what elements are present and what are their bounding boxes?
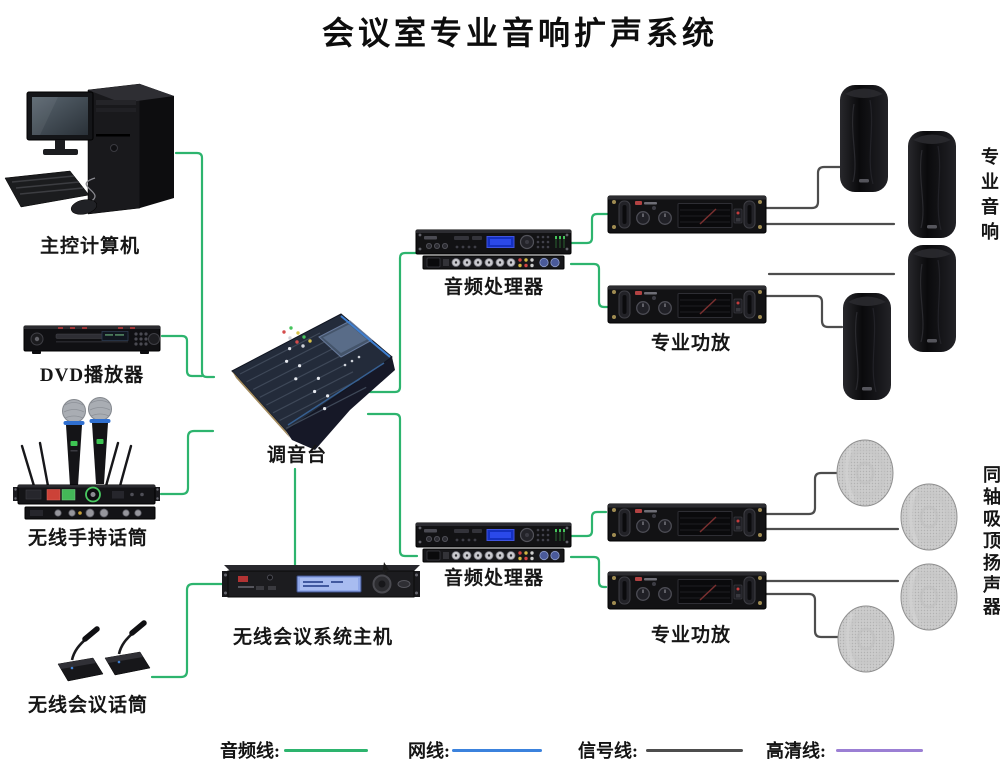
dvd-player-image xyxy=(23,325,161,354)
label-dvd: DVD播放器 xyxy=(39,365,145,386)
cable-processor-to-amp1 xyxy=(569,212,609,245)
conference-mic-image xyxy=(57,620,151,682)
cable-dvd-to-mixer xyxy=(160,334,204,378)
cable-confmic-to-host xyxy=(150,582,224,679)
cable-amp1-to-speaker1 xyxy=(764,165,845,210)
column-speaker1-image xyxy=(839,84,889,193)
legend-signal-label: 信号线: xyxy=(578,741,638,761)
legend-network-line xyxy=(452,749,542,752)
amp1-image xyxy=(607,195,767,234)
label-amp-top: 专业功放 xyxy=(650,333,732,354)
page-title: 会议室专业音响扩声系统 xyxy=(321,15,719,51)
conference-host-image xyxy=(222,565,420,598)
ceiling-speaker3-image xyxy=(901,564,957,630)
column-speaker2-image xyxy=(907,130,957,239)
amp3-image xyxy=(607,503,767,542)
label-handheld-mic: 无线手持话筒 xyxy=(27,528,149,549)
ceiling-speaker4-image xyxy=(838,606,894,672)
handheld-mic-image xyxy=(13,397,160,520)
cursor-artifact xyxy=(382,562,389,575)
cable-amp2-to-speaker4 xyxy=(764,294,844,329)
legend-audio-label: 音频线: xyxy=(220,741,280,761)
cable-amp4-to-ceiling4 xyxy=(764,592,840,639)
label-amp-bottom: 专业功放 xyxy=(650,625,732,646)
cable-amp3-to-ceiling1 xyxy=(764,471,840,516)
legend-hd-label: 高清线: xyxy=(766,741,826,761)
label-processor-top: 音频处理器 xyxy=(443,277,545,298)
audio-processor-top-image xyxy=(415,229,572,270)
cable-processor-to-amp4 xyxy=(569,555,608,589)
column-speaker3-image xyxy=(907,244,957,353)
mixer-image xyxy=(231,313,395,450)
label-processor-bottom: 音频处理器 xyxy=(443,568,545,589)
cable-processor-to-amp2 xyxy=(569,262,609,309)
legend-audio-line xyxy=(284,749,368,752)
audio-processor-bottom-image xyxy=(415,522,572,563)
signal-cable-lines xyxy=(764,165,900,639)
audio-cable-lines xyxy=(150,151,609,679)
label-conference-host: 无线会议系统主机 xyxy=(232,627,394,648)
label-mixer: 调音台 xyxy=(266,445,328,466)
cable-mixer-to-processor-top xyxy=(368,251,418,394)
ceiling-speaker2-image xyxy=(901,484,957,550)
cable-handheldmic-to-mixer xyxy=(159,429,215,496)
computer-image xyxy=(4,83,174,215)
ceiling-speaker1-image xyxy=(837,440,893,506)
amp2-image xyxy=(607,285,767,324)
legend-hd-line xyxy=(836,749,923,752)
label-computer: 主控计算机 xyxy=(39,236,141,257)
label-ceiling-vertical: 同轴吸顶扬声器 xyxy=(981,465,1000,619)
column-speaker4-image xyxy=(842,292,892,401)
cable-computer-to-mixer xyxy=(174,151,216,379)
legend-network-label: 网线: xyxy=(408,741,450,761)
label-conference-mic: 无线会议话筒 xyxy=(27,695,149,716)
label-speakers-vertical: 专业音响 xyxy=(979,147,999,247)
cable-processor-to-amp3 xyxy=(569,510,608,538)
amp4-image xyxy=(607,571,767,610)
legend-signal-line xyxy=(646,749,743,752)
cable-mixer-to-processor-bottom xyxy=(366,412,419,558)
